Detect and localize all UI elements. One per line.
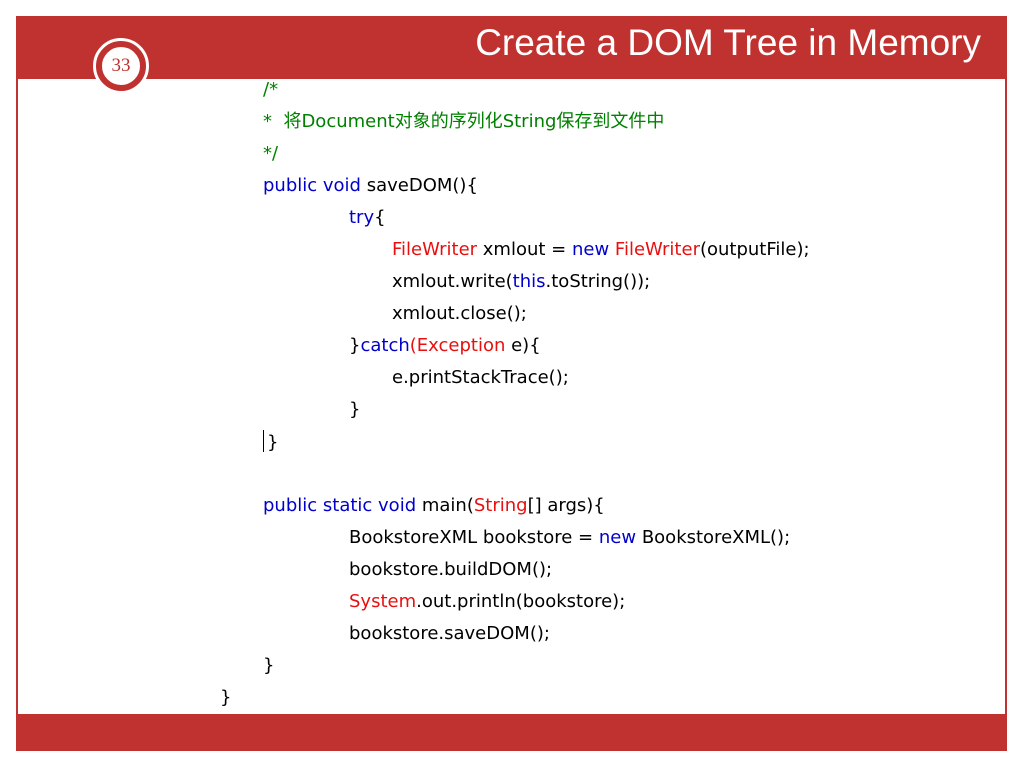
- code-text: .out.println(bookstore);: [416, 591, 626, 612]
- type-name: System: [349, 591, 417, 612]
- code-line-1: /*: [263, 79, 279, 100]
- code-line-2: * 将Document对象的序列化String保存到文件中: [263, 111, 665, 132]
- slide-title: Create a DOM Tree in Memory: [475, 22, 981, 63]
- code-text: main(: [416, 495, 474, 516]
- keyword: catch: [360, 335, 410, 356]
- code-line-13: public static void main(String[] args){: [263, 494, 605, 518]
- code-line-11: }: [349, 399, 361, 420]
- type-name: String: [473, 495, 528, 516]
- frame-left-border: [16, 78, 18, 715]
- code-line-5: try{: [349, 206, 386, 230]
- code-text: (outputFile);: [699, 239, 810, 260]
- code-text: }: [267, 432, 279, 453]
- code-line-10: e.printStackTrace();: [392, 367, 569, 388]
- code-line-3: */: [263, 143, 279, 164]
- code-text: saveDOM(){: [360, 175, 478, 196]
- code-line-4: public void saveDOM(){: [263, 174, 478, 198]
- code-text: }: [349, 335, 361, 356]
- type-name: Exception: [416, 335, 506, 356]
- code-line-12: }: [263, 430, 278, 455]
- code-text: (: [409, 335, 417, 356]
- slide-number: 33: [100, 45, 142, 87]
- code-line-15: bookstore.buildDOM();: [349, 559, 553, 580]
- keyword: new: [598, 527, 637, 548]
- code-line-17: bookstore.saveDOM();: [349, 623, 550, 644]
- keyword: new: [571, 239, 610, 260]
- type-name: FileWriter: [614, 239, 700, 260]
- code-text: [] args){: [527, 495, 605, 516]
- code-line-9: }catch(Exception e){: [349, 334, 541, 358]
- code-text: .toString());: [545, 271, 651, 292]
- keyword: public void: [263, 175, 361, 196]
- code-line-7: xmlout.write(this.toString());: [392, 270, 650, 294]
- code-text: xmlout =: [477, 239, 572, 260]
- frame-right-border: [1005, 78, 1007, 715]
- text-cursor: [263, 430, 264, 452]
- keyword: this: [512, 271, 546, 292]
- code-line-6: FileWriter xmlout = new FileWriter(outpu…: [392, 238, 810, 262]
- code-line-8: xmlout.close();: [392, 303, 527, 324]
- code-text: xmlout.write(: [392, 271, 513, 292]
- type-name: FileWriter: [392, 239, 478, 260]
- code-text: {: [374, 207, 386, 228]
- slide-number-badge: 33: [93, 38, 149, 94]
- footer-bar: [16, 714, 1007, 751]
- title-bar: Create a DOM Tree in Memory: [16, 16, 1007, 79]
- code-line-19: }: [220, 687, 232, 708]
- code-line-16: System.out.println(bookstore);: [349, 590, 625, 614]
- code-line-14: BookstoreXML bookstore = new BookstoreXM…: [349, 526, 790, 550]
- keyword: try: [349, 207, 375, 228]
- code-text: e){: [505, 335, 541, 356]
- code-text: BookstoreXML();: [636, 527, 791, 548]
- keyword: public static void: [263, 495, 417, 516]
- code-line-18: }: [263, 655, 275, 676]
- code-text: BookstoreXML bookstore =: [349, 527, 599, 548]
